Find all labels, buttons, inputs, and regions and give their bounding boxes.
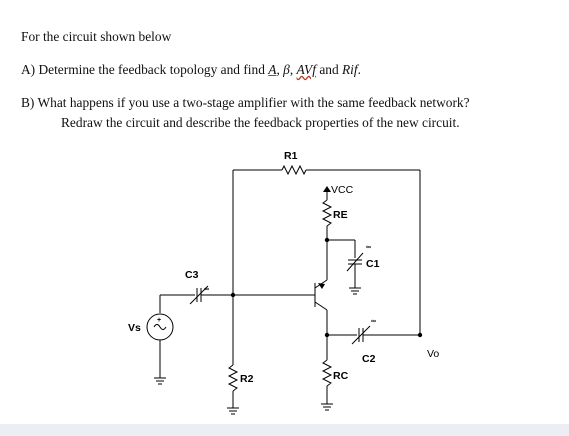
label-r1: R1	[284, 150, 298, 162]
junction-dots	[230, 237, 423, 338]
resistor-rc	[321, 359, 333, 387]
label-c1: C1	[366, 258, 380, 270]
label-c2: C2	[362, 353, 376, 365]
label-vcc: VCC	[331, 184, 354, 196]
label-c1-value: ∞	[366, 244, 371, 251]
junction-dot	[230, 292, 236, 298]
part-a-prefix: A) Determine the feedback topology and f…	[21, 62, 269, 77]
question-part-b-line2: Redraw the circuit and describe the feed…	[61, 115, 460, 130]
symbol-gain-a: A	[268, 62, 277, 77]
label-vs: Vs	[128, 322, 141, 334]
question-part-a: A) Determine the feedback topology and f…	[21, 62, 361, 78]
separator: and	[315, 62, 342, 77]
label-source-plus: +	[157, 317, 161, 324]
resistor-r2	[227, 364, 239, 392]
junction-dot	[324, 332, 330, 338]
symbol-beta: β	[283, 62, 290, 77]
c3-variable-arrow	[189, 285, 209, 305]
c2-variable-arrow	[351, 325, 371, 345]
label-c3-value: ∞	[204, 286, 209, 293]
circuit-wires	[146, 164, 421, 415]
label-r2: R2	[240, 373, 254, 385]
label-c2-value: ∞	[371, 318, 376, 325]
separator: ,	[276, 62, 284, 77]
label-rc: RC	[333, 370, 349, 382]
c1-variable-arrow	[346, 252, 364, 272]
label-c3: C3	[185, 269, 199, 281]
vs-sine-icon	[153, 324, 167, 330]
symbol-avf: AVf	[296, 62, 316, 77]
label-re: RE	[333, 209, 348, 221]
question-part-b-line1: B) What happens if you use a two-stage a…	[21, 95, 470, 110]
bottom-bar	[0, 424, 569, 436]
label-vo: Vo	[427, 348, 439, 360]
question-intro: For the circuit shown below	[21, 29, 172, 44]
junction-dot	[417, 332, 423, 338]
separator: ,	[289, 62, 297, 77]
resistor-r1	[281, 164, 307, 176]
vcc-arrow-icon	[323, 186, 331, 192]
symbol-rif: Rif	[342, 62, 358, 77]
transistor-collector-leg	[314, 301, 328, 311]
transistor-emitter-arrow-icon	[318, 283, 325, 289]
junction-dot	[324, 237, 330, 243]
resistor-re	[321, 199, 333, 227]
part-a-suffix: .	[357, 62, 361, 77]
